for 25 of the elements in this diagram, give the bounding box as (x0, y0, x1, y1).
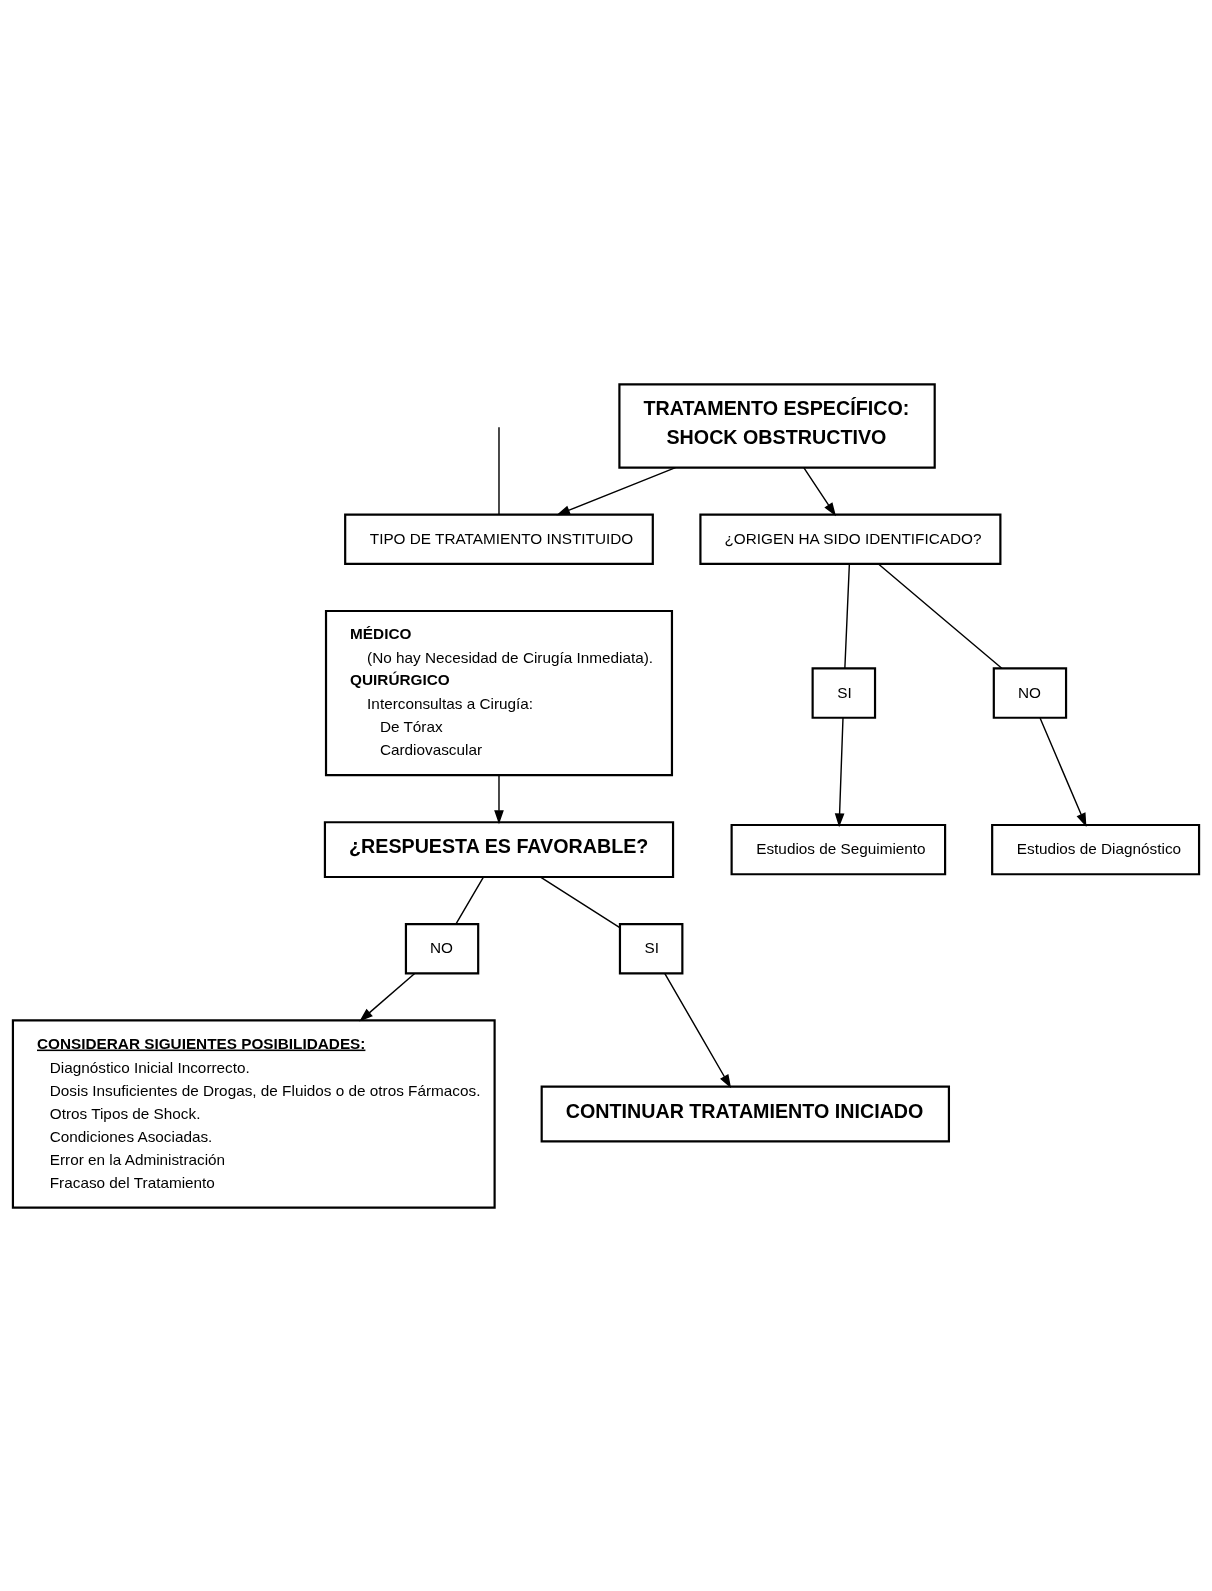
node-box: Estudios de Seguimiento (730, 823, 947, 875)
connector (498, 425, 500, 515)
connector (844, 562, 851, 669)
node-box: ¿RESPUESTA ES FAVORABLE? (323, 820, 675, 878)
connector (539, 876, 621, 928)
node-box: Estudios de Diagnóstico (991, 823, 1201, 875)
node-box: MÉDICO (No hay Necesidad de Cirugía Inmediata). QUIRÚRGICO Interconsultas a Cirugía: De Tórax Cardiovascular (324, 609, 674, 776)
arrow (664, 972, 732, 1088)
node-box: TRATAMENTO ESPECÍFICO: SHOCK OBSTRUCTIVO (618, 382, 936, 469)
arrow (834, 716, 845, 827)
node-box: SI (811, 666, 877, 719)
arrow (359, 972, 416, 1022)
arrow (1039, 716, 1087, 827)
connector (877, 562, 1003, 669)
node-box: NO (404, 922, 480, 974)
node-box: CONTINUAR TRATAMIENTO INICIADO (540, 1085, 951, 1142)
arrow (803, 466, 836, 516)
node-box: NO (992, 666, 1068, 719)
arrow (556, 466, 677, 515)
node-box: CONSIDERAR SIGUIENTES POSIBILIDADES: Diagnóstico Inicial Incorrecto. Dosis Insuficientes de Drogas, de Fluidos o de otros Fármacos. Otros Tipos de Shock. Condiciones Asociadas. Error en la Administración Fracaso del Tratamiento (11, 1018, 496, 1209)
arrow (494, 774, 504, 824)
node-box: ¿ORIGEN HA SIDO IDENTIFICADO? (699, 513, 1002, 565)
node-box: TIPO DE TRATAMIENTO INSTITUIDO (344, 513, 654, 565)
connector (455, 876, 485, 925)
node-box: SI (618, 922, 684, 974)
